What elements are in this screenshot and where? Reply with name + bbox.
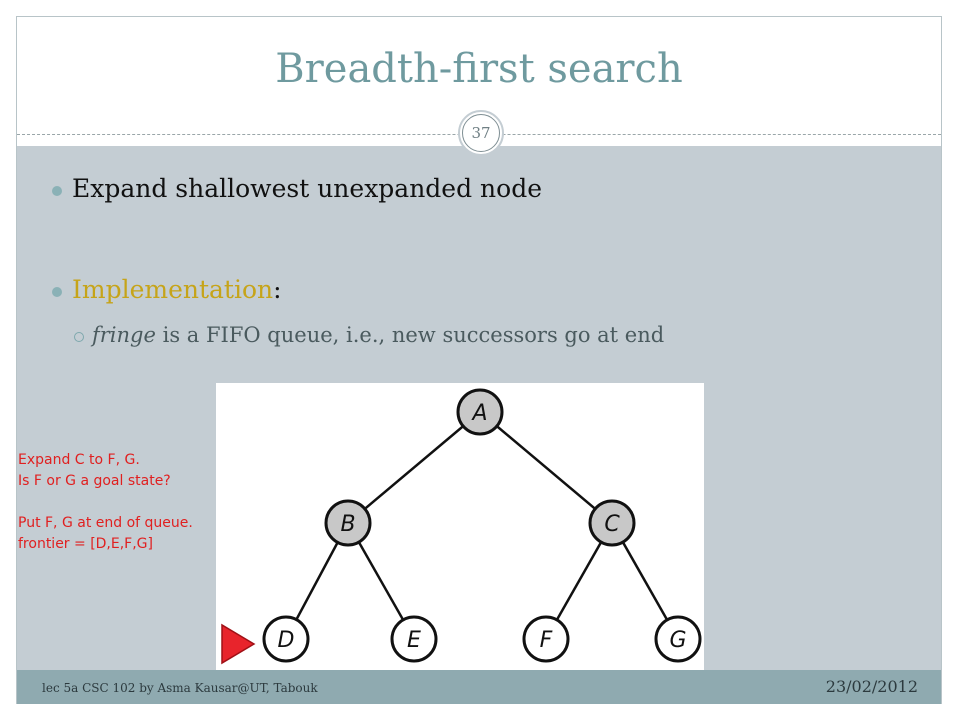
implementation-colon: : bbox=[273, 275, 282, 304]
bullet-icon bbox=[52, 287, 62, 297]
page-number: 37 bbox=[462, 114, 500, 152]
node-a bbox=[456, 388, 504, 436]
bullet-implementation: Implementation: bbox=[72, 275, 282, 304]
annotation-line-2: Is F or G a goal state? bbox=[18, 473, 171, 489]
bullet-expand: Expand shallowest unexpanded node bbox=[72, 174, 543, 203]
sub-bullet-fringe: fringe is a FIFO queue, i.e., new succes… bbox=[92, 323, 664, 347]
node-c-label: C bbox=[604, 512, 620, 537]
sub-bullet-icon bbox=[74, 332, 84, 342]
bullet-icon bbox=[52, 186, 62, 196]
node-e-label: E bbox=[407, 628, 421, 653]
edge-a-c bbox=[479, 411, 613, 524]
node-b-label: B bbox=[340, 512, 355, 537]
node-a-label: A bbox=[470, 401, 487, 426]
tree-svg: A B C D E F G bbox=[221, 388, 702, 665]
footer-date: 23/02/2012 bbox=[825, 677, 918, 696]
implementation-label: Implementation bbox=[72, 275, 274, 304]
node-g-label: G bbox=[669, 628, 686, 653]
node-f bbox=[522, 615, 570, 663]
footer-bar bbox=[17, 670, 941, 704]
footer-credit: lec 5a CSC 102 by Asma Kausar@UT, Tabouk bbox=[42, 681, 318, 695]
slide-title: Breadth-first search bbox=[275, 46, 683, 92]
annotation-line-4: Put F, G at end of queue. bbox=[18, 515, 193, 531]
current-node-pointer-icon bbox=[221, 623, 256, 665]
fringe-description: is a FIFO queue, i.e., new successors go… bbox=[155, 323, 665, 347]
tree-diagram: A B C D E F G bbox=[216, 383, 704, 677]
node-g bbox=[654, 615, 702, 663]
node-f-label: F bbox=[540, 628, 553, 653]
fringe-term: fringe bbox=[92, 323, 156, 347]
node-d bbox=[262, 615, 310, 663]
node-d-label: D bbox=[278, 628, 295, 653]
annotation-line-1: Expand C to F, G. bbox=[18, 452, 140, 468]
node-c bbox=[588, 499, 636, 547]
node-e bbox=[390, 615, 438, 663]
edge-a-b bbox=[347, 411, 481, 524]
node-b bbox=[324, 499, 372, 547]
annotation-line-5: frontier = [D,E,F,G] bbox=[18, 536, 153, 552]
